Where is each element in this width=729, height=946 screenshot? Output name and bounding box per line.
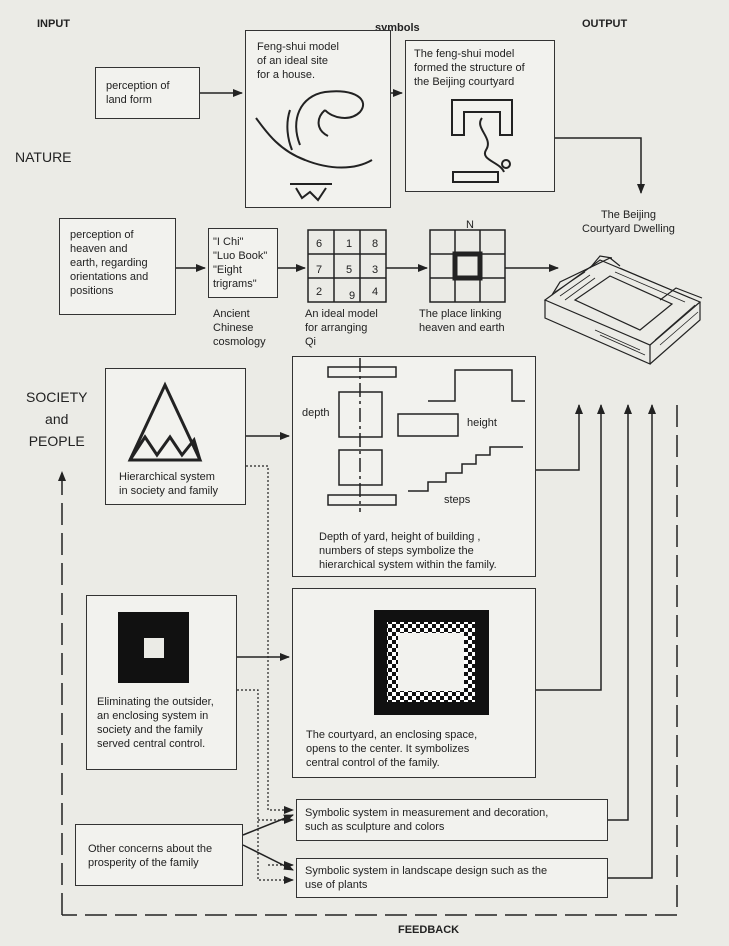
ideal-model-caption: An ideal model for arranging Qi [305, 308, 378, 348]
courtyard-plan-sketch [451, 99, 513, 183]
input-header: INPUT [37, 18, 70, 30]
place-grid [429, 229, 506, 303]
magic-square-cell: 6 [316, 238, 323, 250]
feedback-label: FEEDBACK [398, 924, 460, 936]
trigrams-box [208, 228, 278, 298]
height-label: height [467, 417, 497, 429]
cosmology-caption: Ancient Chinese cosmology [213, 308, 266, 348]
other-concerns-input-box [75, 824, 243, 886]
flow-arrows [176, 89, 656, 879]
hierarchy-symbol-box [292, 356, 536, 577]
output-header: OUTPUT [582, 18, 628, 30]
magic-square-grid [307, 229, 387, 303]
land-form-input-box [95, 67, 200, 119]
mountain-icon [127, 381, 203, 462]
courtyard-structure-text: The feng-shui model formed the structure… [414, 48, 525, 88]
measurement-box [296, 799, 608, 841]
other-concerns-input-text: Other concerns about the prosperity of t… [88, 843, 213, 869]
courtyard-structure-box [405, 40, 555, 192]
heaven-earth-input-box [59, 218, 176, 315]
magic-square-cell: 3 [372, 264, 379, 276]
trigrams-text: "I Chi" "Luo Book" "Eight trigrams" [213, 236, 268, 290]
hierarchy-caption: Depth of yard, height of building , numb… [319, 531, 497, 571]
heaven-earth-input-text: perception of heaven and earth, regardin… [70, 229, 149, 297]
nature-label: NATURE [15, 149, 72, 165]
feedback-loop [58, 405, 678, 916]
magic-square-cell: 2 [316, 286, 323, 298]
magic-square-cell: 8 [372, 238, 379, 250]
landscape-box [296, 858, 608, 898]
hierarchical-input-box [105, 368, 246, 505]
hierarchical-input-text: Hierarchical system in society and famil… [119, 471, 219, 497]
magic-square-cell: 4 [372, 286, 379, 298]
north-label: N [466, 219, 474, 231]
measurement-text: Symbolic system in measurement and decor… [305, 807, 549, 833]
checkered-courtyard-icon [374, 610, 489, 715]
fengshui-sketch [255, 90, 373, 202]
enclosing-caption: The courtyard, an enclosing space, opens… [306, 729, 478, 769]
place-caption: The place linking heaven and earth [419, 308, 505, 334]
society-people-label: SOCIETY and PEOPLE [26, 389, 88, 449]
magic-square-cell: 9 [349, 290, 356, 302]
landscape-text: Symbolic system in landscape design such… [305, 865, 548, 891]
enclosing-icon [118, 612, 189, 683]
land-form-input-text: perception of land form [106, 80, 170, 106]
hierarchy-symbols [327, 358, 525, 512]
magic-square-cell: 1 [346, 238, 353, 250]
courtyard-dwelling-drawing [543, 255, 703, 365]
fengshui-model-text: Feng-shui model of an ideal site for a h… [257, 41, 339, 81]
magic-square-cell: 7 [316, 264, 323, 276]
output-title: The Beijing Courtyard Dwelling [582, 209, 675, 235]
magic-square-cell: 5 [346, 264, 353, 276]
enclosing-input-text: Eliminating the outsider, an enclosing s… [97, 696, 214, 750]
dotted-connectors [237, 465, 294, 884]
steps-label: steps [444, 494, 471, 506]
depth-label: depth [302, 407, 330, 419]
